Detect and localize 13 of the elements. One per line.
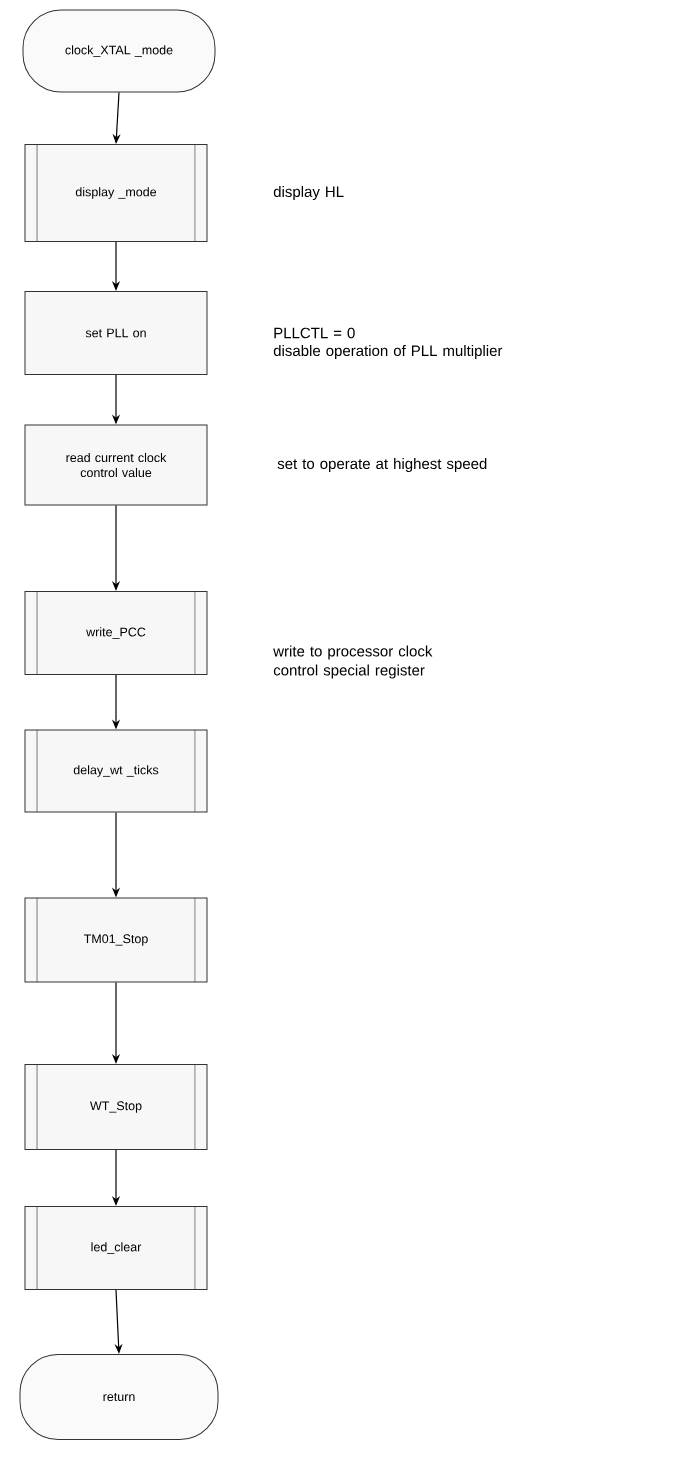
note-text: set to operate at highest speed — [277, 458, 487, 472]
subroutine-box: TM01_Stop — [24, 897, 208, 983]
note-text: disable operation of PLL multiplier — [273, 345, 503, 359]
note-text: display HL — [273, 186, 344, 200]
subroutine-box: led_clear — [24, 1206, 208, 1290]
subroutine-box: WT_Stop — [24, 1064, 208, 1150]
process-box: set PLL on — [24, 291, 208, 375]
subroutine-box: display _mode — [24, 144, 208, 242]
note-text: write to processor clock control special register — [273, 645, 433, 679]
subroutine-box: delay_wt _ticks — [24, 729, 208, 813]
subroutine-box: write_PCC — [24, 591, 208, 675]
process-box: read current clock control value — [24, 424, 208, 506]
note-text: PLLCTL = 0 — [274, 327, 355, 339]
